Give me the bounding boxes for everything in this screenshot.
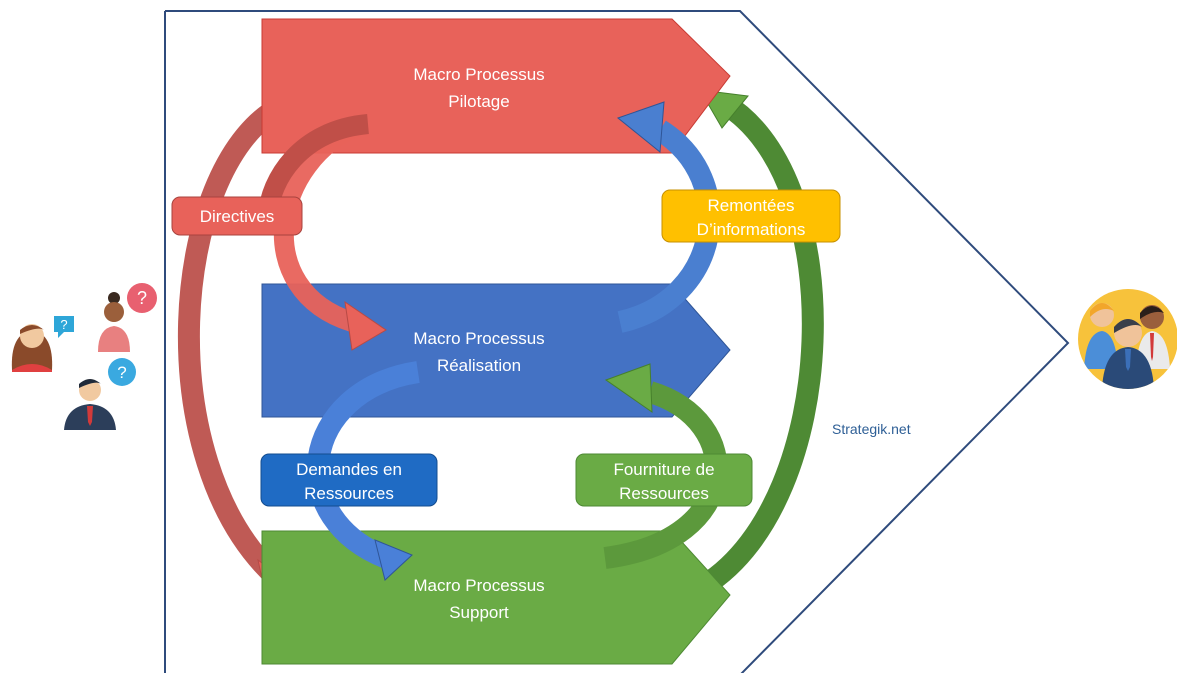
label-demandes-line1: Demandes en [296, 460, 402, 479]
satisfied-customers-icon [1078, 289, 1177, 389]
label-remontees-line1: Remontées [708, 196, 795, 215]
support-title-line2: Support [449, 603, 509, 622]
realisation-title-line2: Réalisation [437, 356, 521, 375]
svg-text:?: ? [137, 288, 147, 308]
arrow-remontees-to-pilotage-head [616, 101, 665, 153]
arrow-directives-to-support [177, 98, 284, 585]
label-fourniture: Fourniture de Ressources [575, 453, 753, 507]
support-title-line1: Macro Processus [413, 576, 544, 595]
svg-text:?: ? [60, 317, 67, 332]
label-remontees-line2: D’informations [697, 220, 806, 239]
label-demandes-line2: Ressources [304, 484, 394, 503]
arrow-directives-to-realisation-head [344, 300, 387, 351]
credit-text: Strategik.net [832, 421, 911, 437]
label-remontees: Remontées D’informations [661, 189, 841, 243]
realisation-title-line1: Macro Processus [413, 329, 544, 348]
pilotage-title-line1: Macro Processus [413, 65, 544, 84]
arrow-support-to-pilotage [698, 94, 824, 595]
process-pilotage-shape [261, 18, 731, 154]
arrow-fourniture-to-realisation-head [604, 363, 653, 413]
customers-with-questions-icon: ? ? ? [11, 283, 157, 430]
company-frame-outline [164, 10, 1070, 673]
label-fourniture-line1: Fourniture de [613, 460, 714, 479]
label-fourniture-line2: Ressources [619, 484, 709, 503]
svg-text:?: ? [117, 363, 126, 382]
label-demandes: Demandes en Ressources [260, 453, 438, 507]
label-directives: Directives [171, 196, 303, 236]
label-directives-text: Directives [200, 207, 275, 226]
arrow-demandes-to-support-head [374, 539, 413, 581]
pilotage-title-line2: Pilotage [448, 92, 509, 111]
